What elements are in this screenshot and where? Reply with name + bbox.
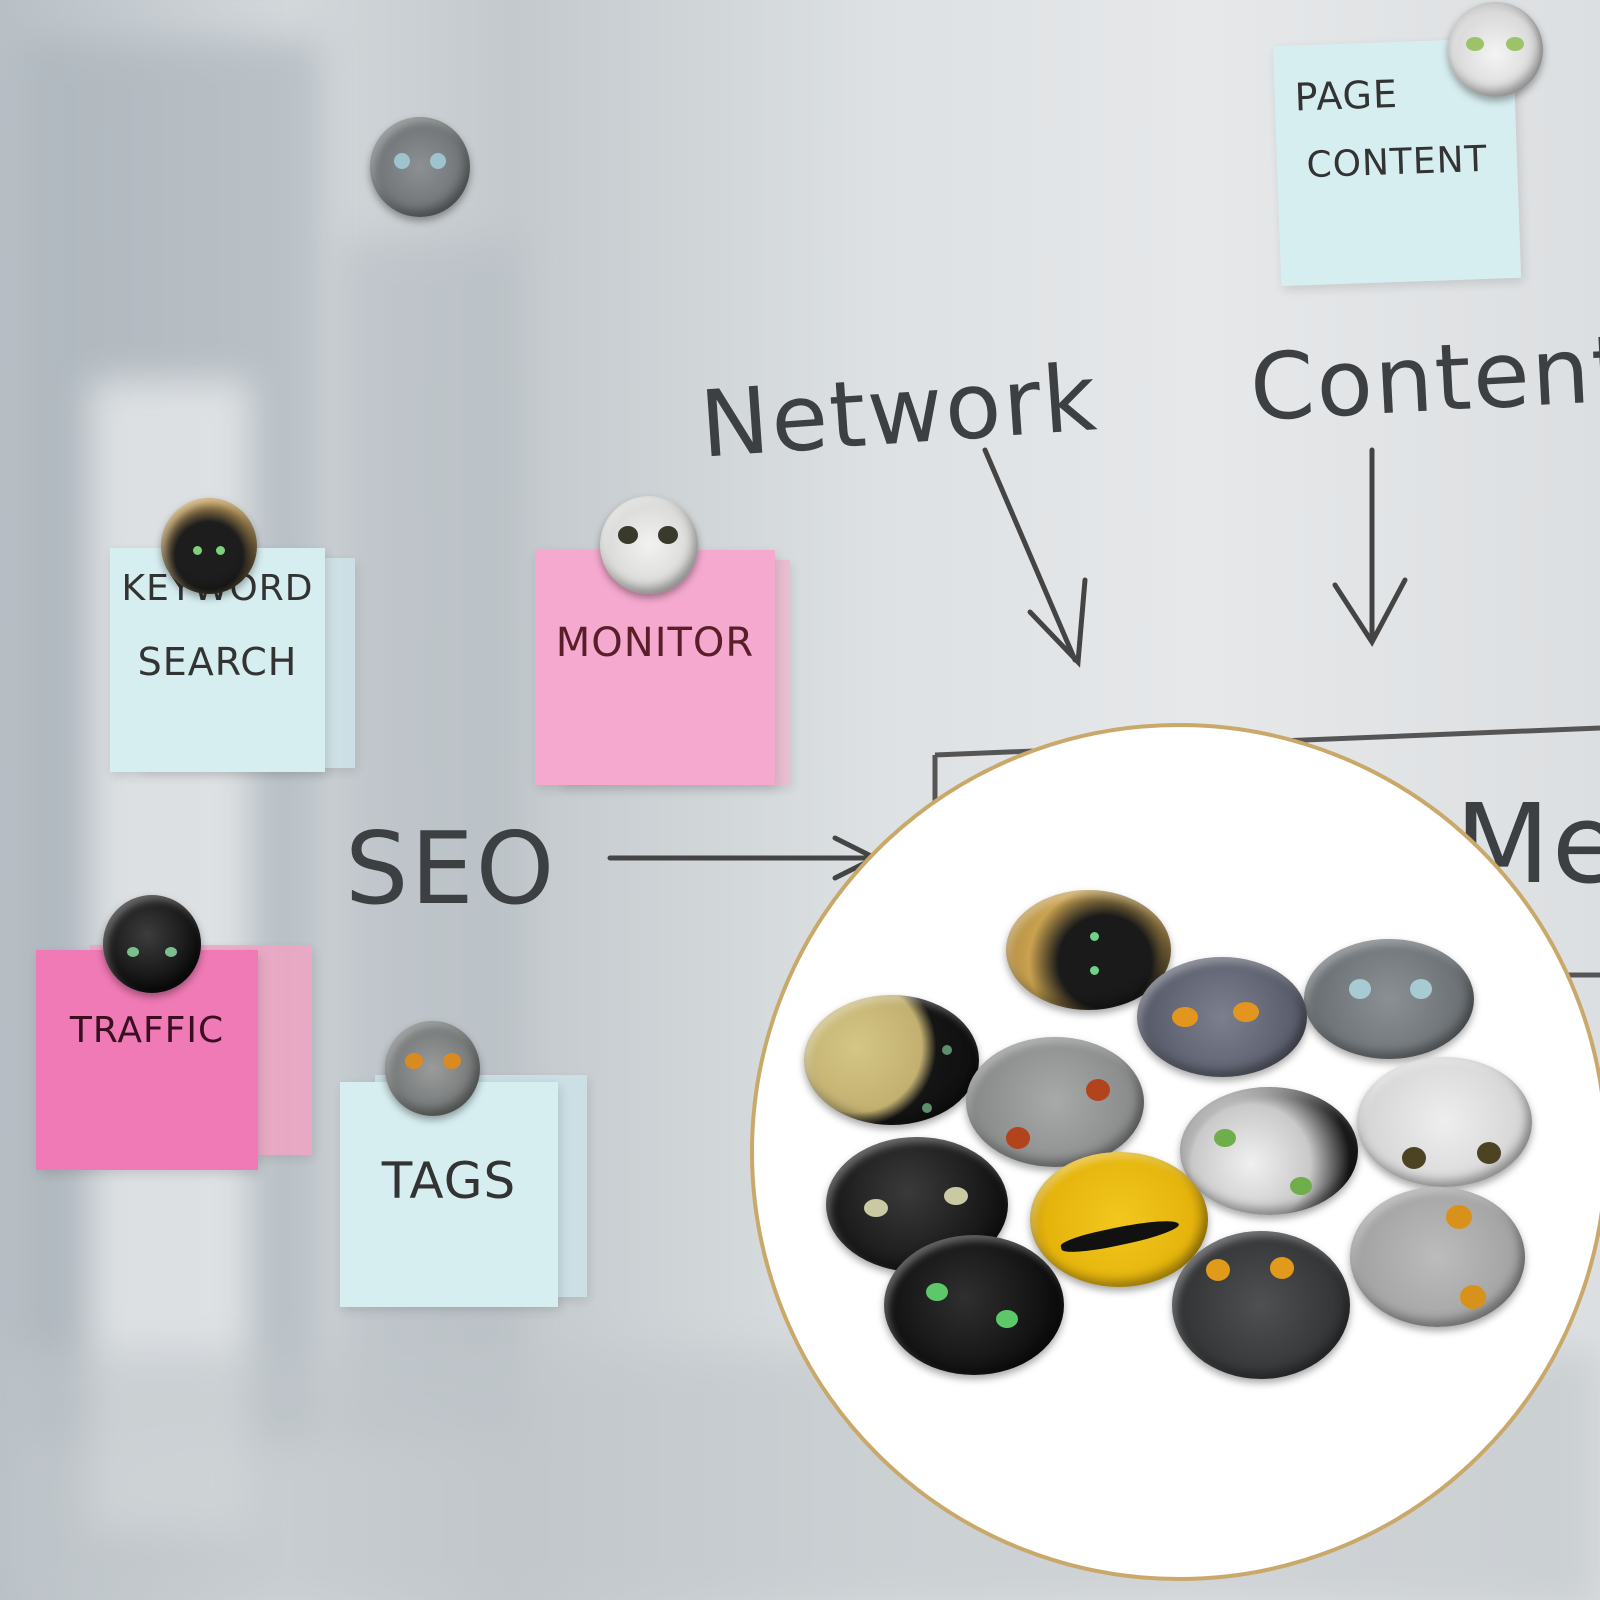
content-arrow	[1332, 447, 1408, 647]
cat-eye	[1172, 1007, 1198, 1027]
monitor-label: MONITOR	[555, 620, 755, 666]
product-inset-circle	[750, 723, 1600, 1581]
page-content-line2: CONTENT	[1305, 138, 1489, 187]
cat-eye	[127, 947, 139, 957]
sticky-note-tags: TAGS	[340, 1082, 558, 1307]
magnet-black-cat-keyword	[161, 498, 257, 594]
content-word: Content	[1247, 315, 1600, 442]
product-magnet-black-yellow-moon	[804, 995, 979, 1125]
product-magnet-grey-cat-yellow-eyes	[1350, 1187, 1525, 1327]
cat-eye	[922, 1103, 932, 1113]
seo-arrow	[607, 835, 881, 881]
cat-eye	[216, 546, 225, 555]
cat-eye	[1290, 1177, 1312, 1195]
cat-eye	[1206, 1259, 1230, 1281]
cat-eye	[1090, 966, 1099, 975]
product-magnet-black-bird-yellow	[1030, 1152, 1208, 1287]
cat-eye	[1006, 1127, 1030, 1149]
magnet-grey-cat-tags	[385, 1021, 480, 1116]
cat-eye	[1349, 979, 1371, 999]
cat-eye	[1270, 1257, 1294, 1279]
cat-eye	[1477, 1142, 1501, 1164]
magnet-grey-cat-board	[370, 117, 470, 217]
keyword-line2: SEARCH	[137, 640, 298, 684]
network-arrow	[982, 447, 1088, 668]
product-magnet-black-cat-green-eyes	[884, 1235, 1064, 1375]
cat-eye	[165, 947, 177, 957]
cat-eye	[942, 1045, 952, 1055]
cat-eye	[618, 526, 638, 544]
magnet-black-cat-traffic	[103, 895, 201, 993]
seo-word: SEO	[345, 810, 557, 927]
product-magnet-grey-cat-orange-eyes	[1137, 957, 1307, 1077]
cat-eye	[1506, 37, 1524, 51]
product-magnet-white-cat-green-eyes	[1180, 1087, 1358, 1215]
cat-eye	[430, 153, 446, 169]
magnet-white-cat-top	[1448, 2, 1543, 97]
cat-eye	[443, 1053, 461, 1069]
traffic-label: TRAFFIC	[69, 1010, 225, 1051]
cat-eye	[1214, 1129, 1236, 1147]
cat-eye	[996, 1310, 1018, 1328]
cat-eye	[394, 153, 410, 169]
cat-eye	[864, 1199, 888, 1217]
cat-eye	[1402, 1147, 1426, 1169]
product-magnet-dark-grey-cat-orange-eyes	[1172, 1231, 1350, 1379]
magnet-white-cat-monitor	[600, 496, 698, 594]
product-magnet-black-cat-yellow	[1006, 890, 1171, 1010]
product-magnet-white-cat-upside-down	[1357, 1057, 1532, 1187]
cat-eye	[1466, 37, 1484, 51]
cat-eye	[944, 1187, 968, 1205]
cat-eye	[658, 526, 678, 544]
tags-label: TAGS	[381, 1152, 517, 1210]
cat-eye	[1460, 1285, 1486, 1309]
cat-eye	[1410, 979, 1432, 999]
bird-silhouette	[1059, 1214, 1181, 1258]
cat-eye	[1446, 1205, 1472, 1229]
cat-eye	[1233, 1002, 1259, 1022]
cat-eye	[926, 1283, 948, 1301]
cat-eye	[193, 546, 202, 555]
cat-eye	[405, 1053, 423, 1069]
product-magnet-grey-cat-upside-down	[966, 1037, 1144, 1167]
cat-eye	[1086, 1079, 1110, 1101]
product-magnet-grey-cat-blue-eyes	[1304, 939, 1474, 1059]
cat-eye	[1090, 932, 1099, 941]
